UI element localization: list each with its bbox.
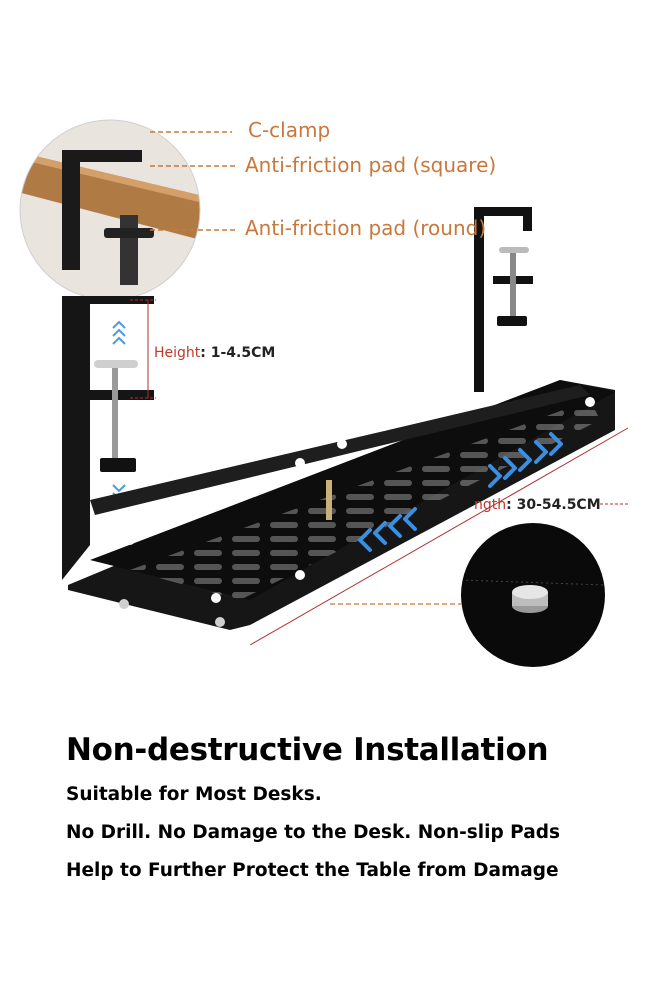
description-line-3: Help to Further Protect the Table from D… [66, 860, 559, 881]
description-line-1: Suitable for Most Desks. [66, 784, 322, 805]
cable-tray [68, 380, 615, 630]
callout-leaders [150, 131, 236, 231]
height-value: : 1-4.5CM [200, 345, 276, 361]
length-label: ngth [474, 497, 507, 513]
length-dimension [249, 427, 630, 646]
right-clamp [474, 207, 533, 392]
pad-round-label: Anti-friction pad (round) [245, 216, 487, 240]
left-bracket [62, 296, 154, 580]
length-callout: ngth: 30-54.5CM [474, 497, 601, 513]
product-description: Non-destructive Installation Suitable fo… [66, 732, 646, 896]
clamp-detail-inset [19, 119, 201, 301]
cable-tray-drawing [19, 119, 630, 667]
description-line-2: No Drill. No Damage to the Desk. Non-sli… [66, 822, 560, 843]
headline: Non-destructive Installation [66, 732, 549, 768]
height-label: Height [154, 345, 201, 361]
c-clamp-label: C-clamp [248, 118, 331, 142]
pad-square-label: Anti-friction pad (square) [245, 153, 497, 177]
height-callout: Height: 1-4.5CM [154, 345, 275, 361]
product-illustration: C-clamp Anti-friction pad (square) Anti-… [19, 118, 630, 667]
pad-detail-inset [461, 523, 605, 667]
length-value: : 30-54.5CM [506, 497, 601, 513]
length-arrows [358, 432, 563, 552]
height-dimension [130, 299, 156, 399]
